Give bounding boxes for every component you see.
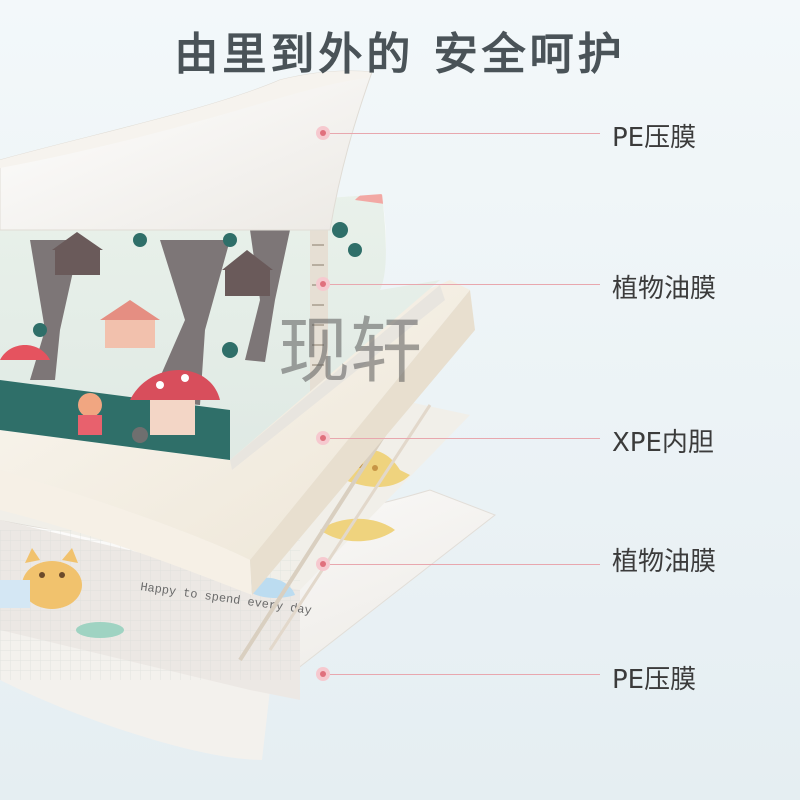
fox-icon (78, 393, 102, 435)
cat-icon (22, 548, 82, 609)
layer-line-oil-bottom (330, 564, 600, 565)
layer-marker-pe-top (316, 126, 330, 140)
layer-label-pe-bottom: PE压膜 (612, 665, 697, 695)
blue-block (0, 580, 30, 608)
treehouse-icon (52, 232, 273, 348)
printed-film-top (0, 194, 445, 470)
layer-line-pe-bottom (330, 674, 600, 675)
layer-line-oil-top (330, 284, 600, 285)
hedgehog-icon (132, 427, 148, 443)
layer-marker-pe-bottom (316, 667, 330, 681)
layer-label-pe-top: PE压膜 (612, 123, 697, 153)
watermark: 现轩 (278, 309, 423, 393)
layer-marker-xpe (316, 431, 330, 445)
layer-label-xpe: XPE内胆 (612, 428, 714, 458)
layer-line-xpe (330, 438, 600, 439)
page-title: 由里到外的 安全呵护 (174, 29, 626, 80)
layer-marker-oil-bottom (316, 557, 330, 571)
layer-marker-oil-top (316, 277, 330, 291)
layer-line-pe-top (330, 133, 600, 134)
layer-label-oil-bottom: 植物油膜 (612, 547, 717, 577)
mushroom-house-icon (0, 345, 220, 435)
layer-label-oil-top: 植物油膜 (612, 274, 717, 304)
